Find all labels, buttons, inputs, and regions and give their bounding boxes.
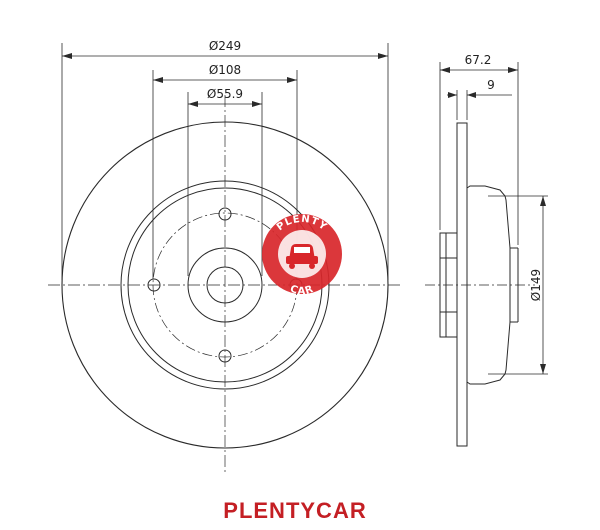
bolt-hole-bottom (218, 349, 232, 363)
brand-label: PLENTYCAR (223, 498, 367, 523)
side-hat-upper (466, 185, 511, 249)
dim-total-height: 67.2 (465, 53, 492, 67)
bolt-hole-top (218, 207, 232, 221)
dim-pcd-diameter: Ø108 (209, 63, 241, 77)
side-spigot (439, 232, 458, 338)
side-view (425, 122, 535, 447)
side-dimensions: 67.2 9 Ø149 (439, 53, 548, 375)
car-icon (286, 244, 318, 269)
center-bore-circle (206, 266, 244, 304)
dim-disc-thickness: 9 (487, 78, 495, 92)
dim-center-bore: Ø55.9 (207, 87, 243, 101)
plentycar-watermark: PLENTY CAR (262, 214, 342, 297)
outer-disc-circle (61, 121, 389, 449)
front-view (48, 95, 402, 475)
dim-hub-diameter: Ø149 (529, 269, 543, 301)
hub-circle (187, 247, 263, 323)
side-disc-plate (456, 122, 468, 447)
watermark-bottom-text: CAR (289, 284, 316, 297)
dim-outer-diameter: Ø249 (209, 39, 241, 53)
bolt-hole-left (147, 278, 161, 292)
hat-circle-outer (120, 180, 330, 390)
side-hat-lower (466, 321, 511, 385)
